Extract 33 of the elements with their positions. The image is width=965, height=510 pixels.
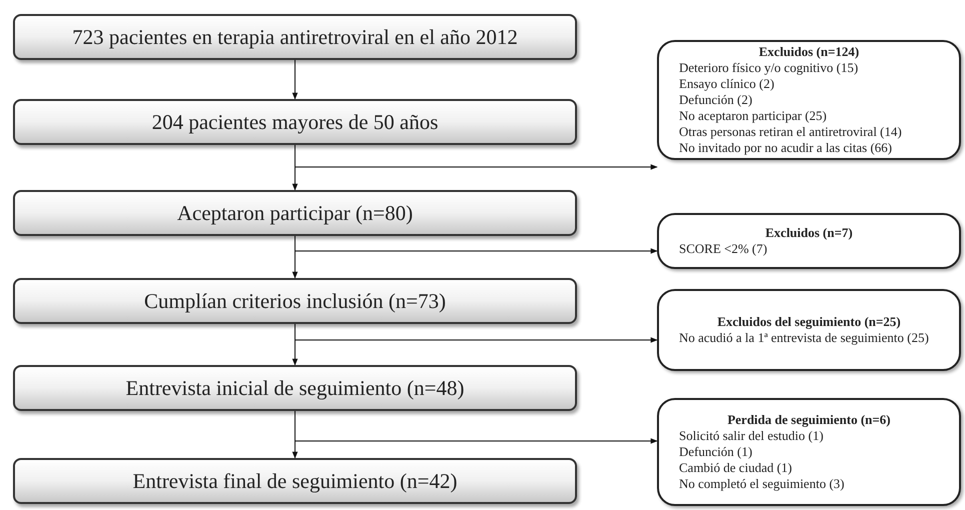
exclusion-box (657, 213, 961, 269)
exclusion-reason: No acudió a la 1ª entrevista de seguimiento (25) (679, 330, 930, 346)
exclusion-reason: No aceptaron participar (25) (679, 108, 828, 124)
arrow (292, 60, 298, 100)
exclusion-reason: No invitado por no acudir a las citas (66) (679, 140, 893, 156)
box-heading: Perdida de seguimiento (n=6) (726, 412, 892, 428)
process-box (13, 99, 577, 145)
exclusion-reason: Solicitó salir del estudio (1) (679, 428, 824, 444)
exclusion-reason: Defunción (2) (679, 92, 754, 108)
box-text: Aceptaron participar (n=80) (177, 201, 413, 225)
box-text: Entrevista final de seguimiento (n=42) (132, 469, 458, 493)
exclusion-box (657, 40, 961, 160)
process-box (13, 278, 577, 324)
process-box (13, 190, 577, 236)
exclusion-box (657, 289, 961, 371)
exclusion-reason: Otras personas retiran el antiretroviral (14) (679, 124, 903, 140)
exclusion-reason: Ensayo clínico (2) (679, 76, 776, 92)
exclusion-reason: SCORE <2% (7) (679, 241, 768, 257)
box-heading: Excluidos (n=7) (764, 225, 854, 241)
exclusion-box (657, 398, 961, 506)
box-heading: Excluidos (n=124) (758, 44, 860, 60)
box-text: 204 pacientes mayores de 50 años (152, 110, 438, 134)
box-text: 723 pacientes en terapia antiretroviral en el año 2012 (72, 25, 518, 49)
box-text: Cumplían criterios inclusión (n=73) (144, 289, 446, 313)
process-box (13, 458, 577, 504)
exclusion-reason: No completó el seguimiento (3) (679, 476, 846, 492)
exclusion-reason: Deterioro físico y/o cognitivo (15) (679, 60, 860, 76)
process-box (13, 14, 577, 60)
exclusion-reason: Cambió de ciudad (1) (679, 460, 793, 476)
exclusion-reason: Defunción (1) (679, 444, 754, 460)
process-box (13, 365, 577, 411)
box-heading: Excluidos del seguimiento (n=25) (716, 314, 902, 330)
box-text: Entrevista inicial de seguimiento (n=48) (126, 376, 464, 400)
